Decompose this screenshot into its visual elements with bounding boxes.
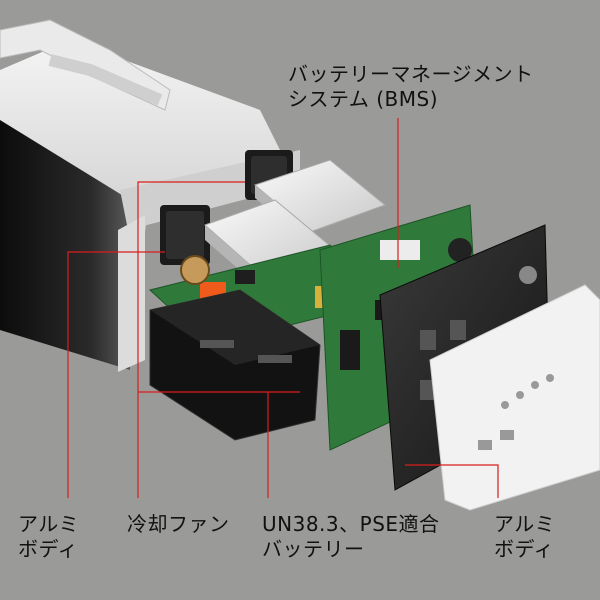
label-battery-line1: UN38.3、PSE適合 xyxy=(262,512,440,536)
label-body-right-line1: アルミ xyxy=(494,512,556,536)
label-bms-line1: バッテリーマネージメント xyxy=(288,62,534,86)
white-faceplate xyxy=(429,284,600,511)
leader-body-left xyxy=(67,251,165,498)
leader-lines xyxy=(67,118,499,498)
label-fan-line1: 冷却ファン xyxy=(127,512,230,536)
label-fan: 冷却ファン xyxy=(127,512,230,537)
label-battery: UN38.3、PSE適合 バッテリー xyxy=(262,512,440,562)
inductor-coil xyxy=(180,255,210,285)
label-bms-line2: システム (BMS) xyxy=(288,87,439,111)
carry-handle xyxy=(0,19,171,111)
label-body-right: アルミ ボディ xyxy=(494,512,555,562)
label-bms: バッテリーマネージメント システム (BMS) xyxy=(288,62,534,112)
label-body-right-line2: ボディ xyxy=(494,537,555,561)
label-battery-line2: バッテリー xyxy=(262,537,365,561)
cooling-fan-bottom xyxy=(160,205,210,265)
label-body-left-line1: アルミ xyxy=(18,512,80,536)
label-body-left: アルミ ボディ xyxy=(18,512,79,562)
battery-pack xyxy=(149,289,321,441)
leader-body-right xyxy=(405,464,499,498)
aluminum-shell-left xyxy=(0,19,300,372)
leader-battery xyxy=(138,391,269,498)
label-body-left-line2: ボディ xyxy=(18,537,79,561)
leader-fan xyxy=(137,181,245,498)
